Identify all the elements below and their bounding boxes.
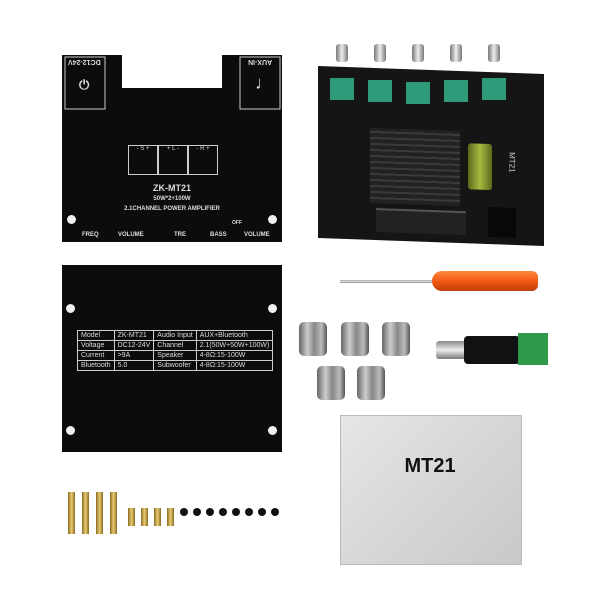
dc-plug-body <box>464 336 520 364</box>
spec-cell: 2.1(50W+50W+100W) <box>195 340 274 351</box>
knob-cap <box>341 322 369 356</box>
spec-cell: >9A <box>113 350 155 361</box>
terminal-block <box>376 208 466 236</box>
speaker-label: - R + <box>196 146 210 152</box>
brass-screw <box>167 508 174 526</box>
black-screw <box>180 508 188 516</box>
product-box <box>340 415 522 565</box>
mount-hole <box>66 304 75 313</box>
dc-jack <box>488 206 516 238</box>
spec-cell: 5.0 <box>113 360 155 371</box>
box-label: MT21 <box>404 455 456 477</box>
spec-cell: Bluetooth <box>77 360 115 371</box>
knob-cap <box>299 322 327 356</box>
standoff <box>110 492 117 534</box>
spec-cell: Speaker <box>153 350 197 361</box>
mount-hole <box>66 426 75 435</box>
spec-cell: 4-8Ω:15-100W <box>195 360 274 371</box>
black-screw <box>245 508 253 516</box>
speaker-terminal-r: - R + <box>188 145 218 175</box>
mount-hole <box>268 304 277 313</box>
front-panel-shape <box>62 55 282 242</box>
pot-shaft <box>488 44 500 62</box>
mount-hole <box>67 215 76 224</box>
potentiometer <box>330 78 354 100</box>
knob-label-bass: BASS <box>210 232 227 238</box>
brass-screw <box>128 508 135 526</box>
knob-label-freq: FREQ <box>82 232 99 238</box>
brass-screw <box>141 508 148 526</box>
spec-cell: Channel <box>153 340 197 351</box>
power-icon: ⏻ <box>79 77 90 92</box>
model-label: ZK-MT21 <box>153 183 191 193</box>
board-silk-label: MT21 <box>507 151 517 173</box>
spec-cell: 4-8Ω:15-100W <box>195 350 274 361</box>
black-screw <box>206 508 214 516</box>
black-screw <box>258 508 266 516</box>
potentiometer <box>482 78 506 100</box>
speaker-terminal-s: - S + <box>128 145 158 175</box>
power-label: DC12-24V <box>68 58 101 65</box>
knob-label-volume2: VOLUME <box>244 232 270 238</box>
capacitor <box>468 143 492 191</box>
pot-shaft <box>374 44 386 62</box>
standoff <box>96 492 103 534</box>
pot-shaft <box>450 44 462 62</box>
black-screw <box>232 508 240 516</box>
mount-hole <box>268 215 277 224</box>
spec-cell: DC12-24V <box>113 340 155 351</box>
potentiometer <box>444 80 468 102</box>
potentiometer <box>406 82 430 104</box>
spec-cell: Voltage <box>77 340 115 351</box>
mount-hole <box>268 426 277 435</box>
spec-cell: Model <box>77 330 115 341</box>
spec-cell: Current <box>77 350 115 361</box>
brass-screw <box>154 508 161 526</box>
knob-label-tre: TRE <box>174 232 186 238</box>
spec-cell: Subwoofer <box>153 360 197 371</box>
standoff <box>68 492 75 534</box>
standoff <box>82 492 89 534</box>
pot-shaft <box>336 44 348 62</box>
knob-label-volume: VOLUME <box>118 232 144 238</box>
potentiometer <box>368 80 392 102</box>
front-panel: DC12-24V ⏻ AUX-IN ♩ - S + + L - - R + ZK… <box>62 55 282 242</box>
pot-shaft <box>412 44 424 62</box>
spec-cell: AUX+Bluetooth <box>195 330 274 341</box>
screwdriver-shaft <box>340 280 435 283</box>
screwdriver-handle <box>432 271 538 291</box>
power-spec: 50W*2+100W <box>153 196 191 202</box>
speaker-terminal-l: + L - <box>158 145 188 175</box>
speaker-label: + L - <box>167 146 179 152</box>
black-screw <box>219 508 227 516</box>
black-screw <box>193 508 201 516</box>
black-screw <box>271 508 279 516</box>
knob-cap <box>317 366 345 400</box>
dc-plug-terminal <box>518 333 548 365</box>
off-label: OFF <box>232 220 242 226</box>
knob-cap <box>357 366 385 400</box>
heatsink <box>370 127 460 207</box>
dc-plug-barrel <box>436 341 466 359</box>
spec-cell: ZK-MT21 <box>113 330 155 341</box>
knob-cap <box>382 322 410 356</box>
spec-cell: Audio Input <box>153 330 197 341</box>
aux-jack-icon: ♩ <box>255 73 273 93</box>
speaker-label: - S + <box>136 146 150 152</box>
description: 2.1CHANNEL POWER AMPLIFIER <box>124 206 220 212</box>
aux-label: AUX-IN <box>248 58 273 65</box>
